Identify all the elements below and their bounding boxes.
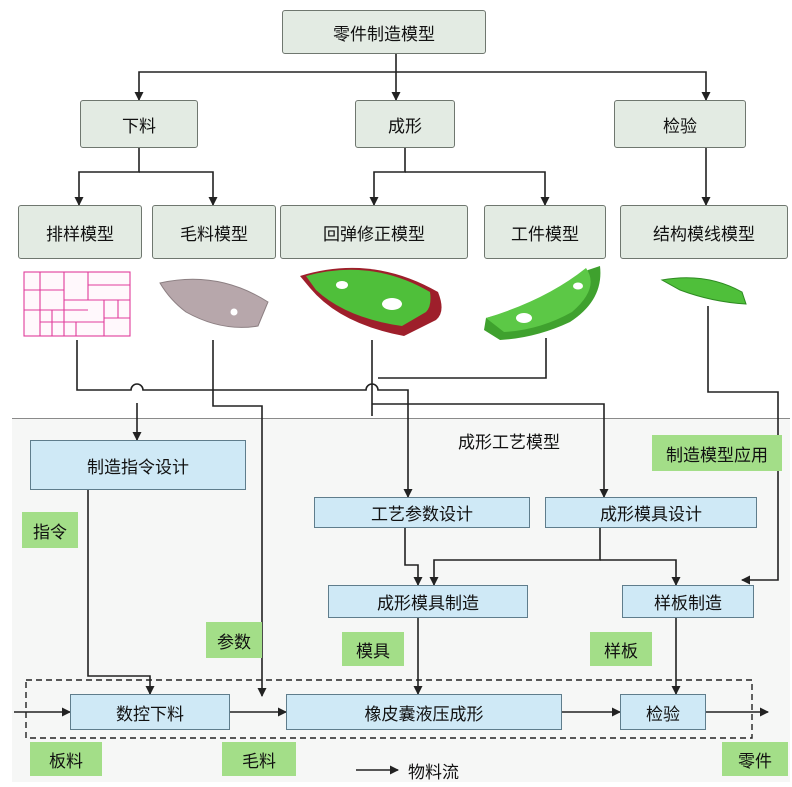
nc-cutting-node: 数控下料 (70, 694, 230, 730)
part-tag: 零件 (722, 742, 788, 776)
template-tag: 样板 (590, 632, 652, 666)
sheet-tag: 板料 (30, 742, 102, 776)
rubber-pad-hydroforming-node: 橡皮囊液压成形 (286, 694, 562, 730)
springback-correction-model-node: 回弹修正模型 (280, 205, 468, 259)
process-parameter-design-node: 工艺参数设计 (314, 497, 530, 528)
nesting-model-node: 排样模型 (18, 205, 142, 259)
workpiece-model-node: 工件模型 (484, 205, 606, 259)
forming-die-design-node: 成形模具设计 (545, 497, 757, 528)
inspection-step-node: 检验 (620, 694, 706, 730)
structure-model-image (660, 277, 747, 305)
blank-model-image (159, 278, 269, 328)
process-model-title: 成形工艺模型 (458, 433, 560, 453)
workpiece-model-image (484, 266, 601, 340)
forming-node: 成形 (355, 100, 455, 148)
structure-line-model-node: 结构模线模型 (620, 205, 788, 259)
die-tag: 模具 (342, 632, 404, 666)
parameters-tag: 参数 (206, 622, 262, 658)
template-manufacturing-node: 样板制造 (622, 585, 754, 618)
instruction-tag: 指令 (22, 512, 78, 548)
manufacturing-instruction-design-node: 制造指令设计 (30, 440, 246, 490)
cutting-node: 下料 (80, 100, 198, 148)
part-manufacturing-model-node: 零件制造模型 (282, 10, 486, 54)
material-flow-legend-label: 物料流 (408, 763, 459, 783)
blank-model-node: 毛料模型 (152, 205, 276, 259)
inspection-node: 检验 (614, 100, 746, 148)
manufacturing-model-application-tag: 制造模型应用 (652, 435, 782, 471)
blank-tag: 毛料 (222, 742, 296, 776)
forming-die-manufacturing-node: 成形模具制造 (328, 585, 528, 618)
nesting-layout-image (23, 271, 131, 337)
springback-model-image (300, 267, 442, 336)
